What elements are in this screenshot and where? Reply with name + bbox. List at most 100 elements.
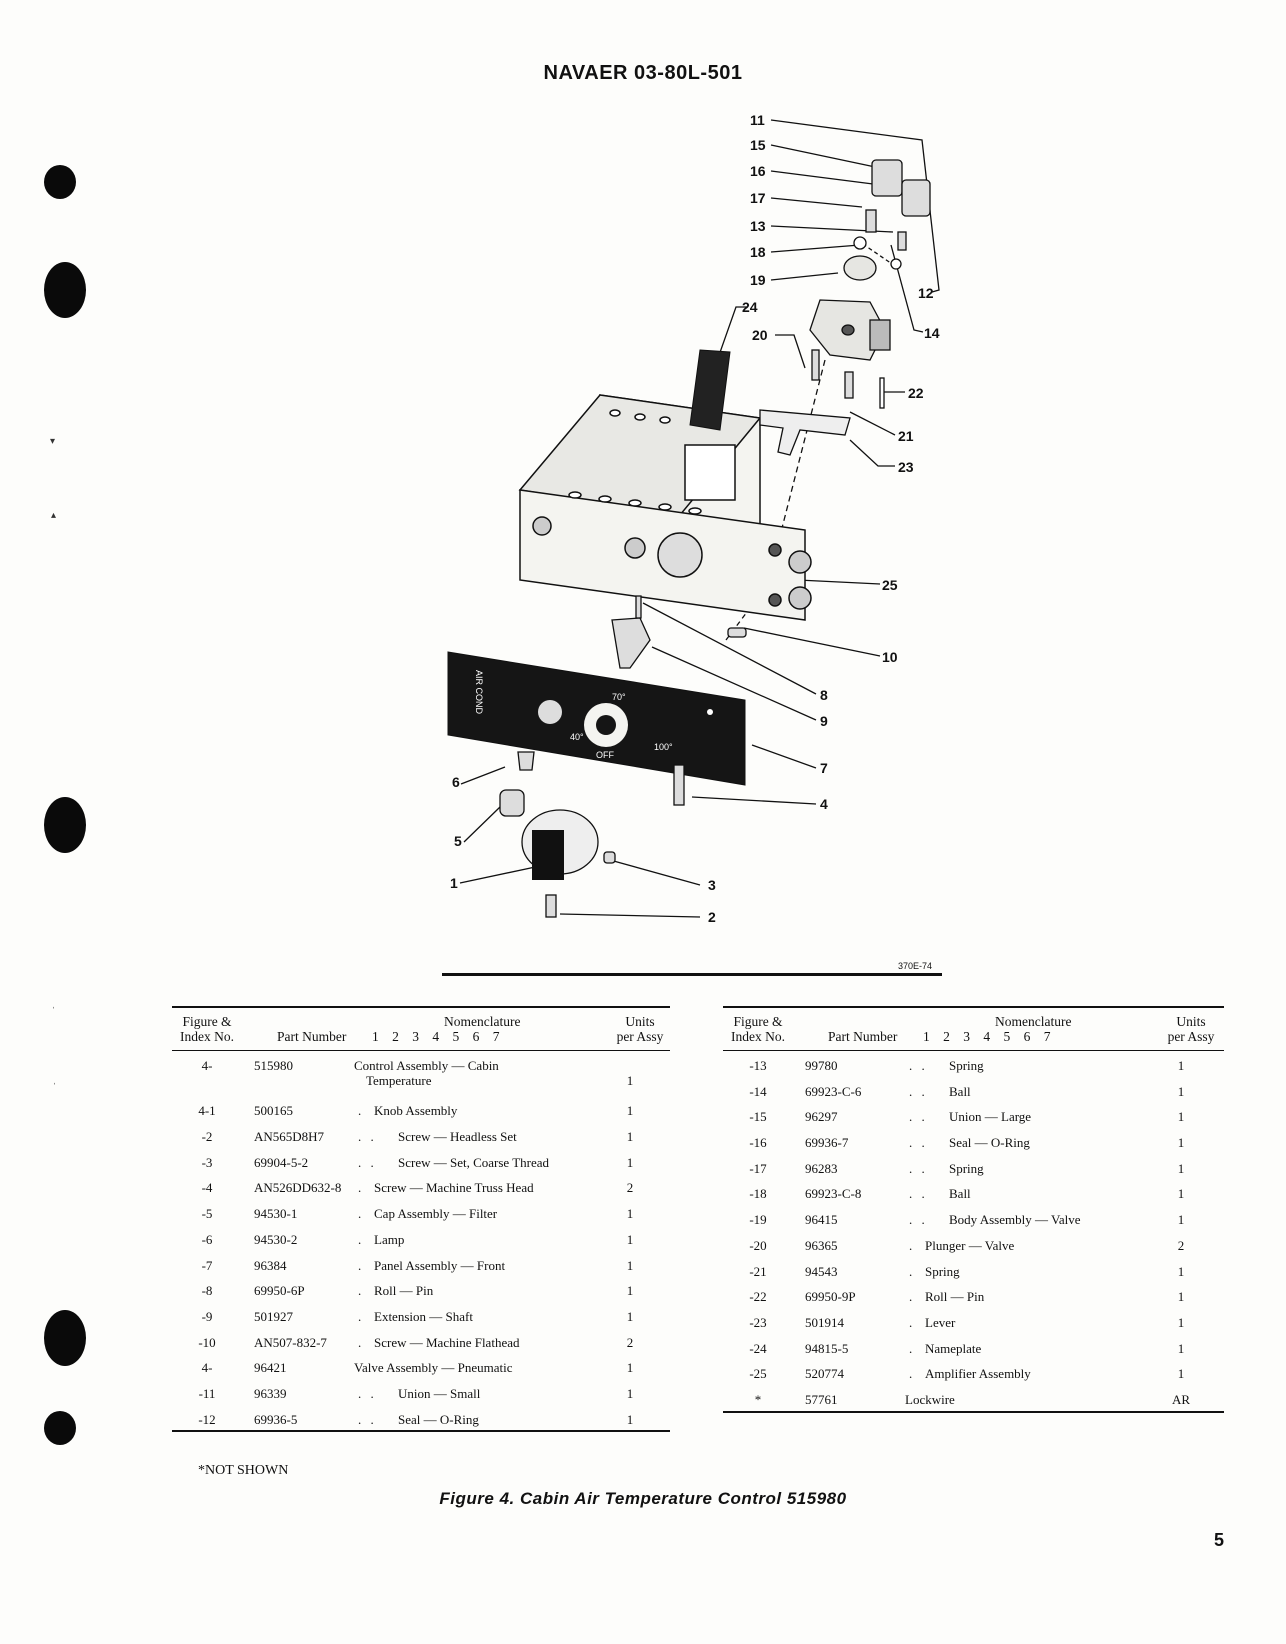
quantity-cell: 1: [1177, 1109, 1185, 1125]
part-number-cell: 94815-5: [805, 1340, 849, 1356]
callout-9: 9: [820, 713, 828, 729]
nomenclature-cell: Screw — Machine Flathead: [374, 1334, 520, 1350]
nomenclature-cell: Spring: [949, 1160, 984, 1176]
roll-pin-part: [635, 595, 642, 619]
callout-1: 1: [450, 875, 458, 891]
callout-17: 17: [750, 190, 766, 206]
table-row: -18 69923-C-8 . . Ball 1: [723, 1179, 1224, 1205]
nomenclature-cell: Body Assembly — Valve: [949, 1212, 1081, 1228]
index-cell: -4: [201, 1180, 213, 1196]
callout-13: 13: [750, 218, 766, 234]
nomenclature-cell: Valve Assembly — Pneumatic: [354, 1360, 513, 1376]
nomenclature-cell: Ball: [949, 1186, 971, 1202]
quantity-cell: 1: [626, 1308, 634, 1324]
index-cell: -10: [198, 1334, 216, 1350]
quantity-cell: 2: [626, 1180, 634, 1196]
document-number: NAVAER 03-80L-501: [543, 62, 743, 84]
dial-40-label: 40°: [570, 732, 584, 742]
units-header-line1: Units: [625, 1014, 655, 1029]
part-number-cell: AN526DD632-8: [254, 1180, 342, 1196]
nomenclature-cell: Screw — Headless Set: [398, 1129, 517, 1145]
quantity-cell: 1: [1177, 1366, 1185, 1382]
footnote: *NOT SHOWN: [198, 1463, 289, 1478]
part-number-cell: 520774: [805, 1366, 844, 1382]
page-speck: ˈ: [52, 1006, 56, 1017]
drawing-divider: [442, 973, 942, 976]
index-cell: *: [754, 1391, 762, 1407]
index-cell: -25: [749, 1366, 767, 1382]
quantity-cell: 1: [626, 1283, 634, 1299]
nomenclature-cell: Lever: [925, 1314, 956, 1330]
quantity-cell: 1: [626, 1073, 634, 1088]
part-number-cell: 94530-1: [254, 1206, 298, 1222]
callout-19: 19: [750, 272, 766, 288]
nomenclature-cell: Roll — Pin: [374, 1283, 434, 1299]
figure-index-header: Figure &Index No.: [172, 1014, 242, 1044]
indent-dots-cell: .: [909, 1263, 916, 1279]
nomenclature-cell: Seal — O-Ring: [398, 1411, 479, 1427]
truss-screw-part: [673, 764, 685, 806]
quantity-cell: 1: [626, 1360, 634, 1376]
nomenclature-header: Nomenclature: [444, 1014, 521, 1029]
part-number-cell: 96421: [254, 1360, 287, 1376]
quantity-cell: 1: [626, 1206, 634, 1222]
quantity-cell: 1: [1177, 1135, 1185, 1151]
quantity-cell: 1: [1177, 1314, 1185, 1330]
part-number-header: Part Number: [277, 1029, 347, 1044]
spring-part: [844, 371, 854, 399]
nomenclature-cell: Roll — Pin: [925, 1289, 985, 1305]
drawing-code: 370E-74: [898, 961, 933, 971]
part-number-header: Part Number: [828, 1029, 898, 1044]
part-number-cell: 96283: [805, 1160, 838, 1176]
callout-4: 4: [820, 796, 828, 812]
index-cell: -14: [749, 1083, 767, 1099]
quantity-cell: 2: [626, 1334, 634, 1350]
figure-index-header-line1: Figure &: [182, 1014, 232, 1029]
index-cell: 4-1: [198, 1103, 216, 1119]
nomenclature-cell: Amplifier Assembly: [925, 1366, 1031, 1382]
callout-7: 7: [820, 760, 828, 776]
air-cond-label: AIR COND: [474, 670, 484, 715]
indent-dots-cell: . .: [358, 1411, 377, 1427]
headless-screw-part: [545, 894, 557, 918]
nomenclature-cell: Nameplate: [925, 1340, 982, 1356]
quantity-cell: 1: [1177, 1186, 1185, 1202]
dial-off-label: OFF: [596, 750, 614, 760]
indent-dots-cell: .: [909, 1314, 916, 1330]
part-number-cell: 96365: [805, 1237, 838, 1253]
index-cell: -5: [201, 1206, 213, 1222]
figure-index-header-line2: Index No.: [180, 1029, 234, 1044]
part-number-cell: 94530-2: [254, 1231, 298, 1247]
indent-dots-cell: .: [909, 1366, 916, 1382]
indent-levels-header: 1 2 3 4 5 6 7: [372, 1029, 505, 1044]
figure-index-header-line1: Figure &: [733, 1014, 783, 1029]
index-cell: -11: [198, 1385, 216, 1401]
union-large-part: [871, 159, 903, 197]
front-panel-part: 70° 40° 100° OFF AIR COND: [447, 651, 746, 786]
part-number-cell: 96384: [254, 1257, 287, 1273]
figure-index-header: Figure &Index No.: [723, 1014, 793, 1044]
knob-part: [521, 809, 599, 880]
nomenclature-cell: Screw — Machine Truss Head: [374, 1180, 534, 1196]
part-number-cell: 69923-C-8: [805, 1186, 862, 1202]
index-cell: -15: [749, 1109, 767, 1125]
index-cell: 4-: [201, 1058, 213, 1073]
nomenclature-cell: Seal — O-Ring: [949, 1135, 1030, 1151]
quantity-cell: 1: [626, 1257, 634, 1273]
parts-table-left: Figure &Index No. Part Number Nomenclatu…: [172, 1006, 670, 1433]
index-cell: -17: [749, 1160, 767, 1176]
nomenclature-cell: Plunger — Valve: [925, 1237, 1015, 1253]
binder-hole: [44, 1310, 86, 1366]
binder-hole: [44, 1411, 76, 1445]
callout-24: 24: [742, 299, 758, 315]
callout-21: 21: [898, 428, 914, 444]
indent-dots-cell: . .: [909, 1186, 928, 1202]
index-cell: -18: [749, 1186, 767, 1202]
